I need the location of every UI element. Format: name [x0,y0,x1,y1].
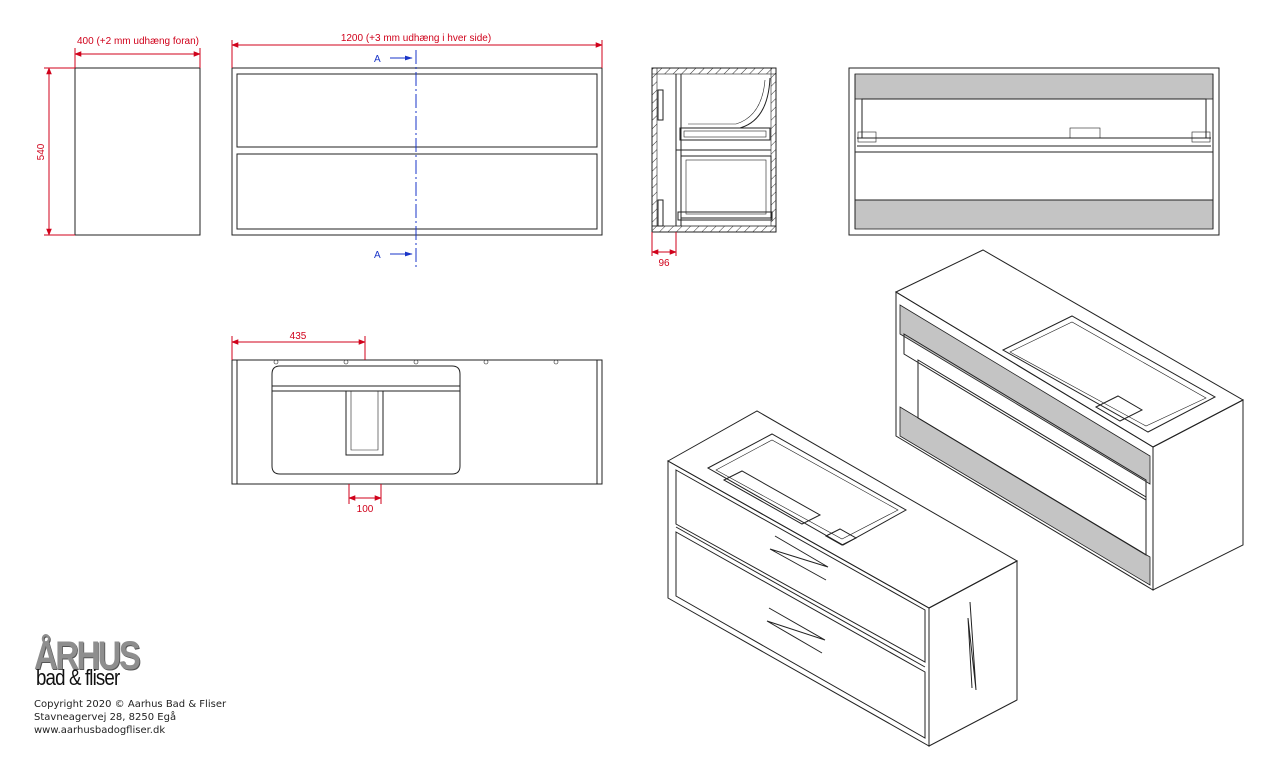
brand-logo: ÅRHUS bad & fliser [34,636,174,692]
top-view: 435 100 [231,331,603,515]
rear-top-panel [854,73,1214,100]
depth-dimension-label: 400 (+2 mm udhæng foran) [77,36,199,47]
drain-channel [345,391,384,456]
footer: Copyright 2020 © Aarhus Bad & Fliser Sta… [34,698,226,737]
basin-offset-label: 435 [290,331,307,342]
side-view: 400 (+2 mm udhæng foran) 540 [36,36,201,236]
logo-main-text: ÅRHUS [34,634,141,678]
top-view-outline [231,359,603,485]
iso-lower-drawer [675,531,926,739]
rear-view [848,67,1220,236]
upper-drawer-front [236,73,598,148]
side-view-outline [74,67,201,236]
section-marker-top: A [374,54,381,65]
iso-upper-drawer [675,469,926,663]
front-view: 1200 (+3 mm udhæng i hver side) A A [231,33,603,268]
footer-copyright: Copyright 2020 © Aarhus Bad & Fliser [34,699,227,710]
rear-view-outline [848,67,1220,236]
footer-website[interactable]: www.aarhusbadogfliser.dk [34,725,166,736]
basin-outline [271,365,461,475]
height-dimension-label: 540 [36,143,47,160]
iso-rear-view [894,249,1245,591]
logo-sub-text: bad & fliser [36,665,120,690]
rear-bottom-panel [854,199,1214,230]
iso-top-gray-panel [899,304,1151,485]
iso-front-view [666,410,1019,747]
section-view: 96 [651,67,777,269]
footer-address: Stavneagervej 28, 8250 Egå [34,712,177,723]
mounting-holes [273,359,559,365]
drain-width-label: 100 [357,504,374,515]
offset-dimension-label: 96 [658,258,670,269]
width-dimension-label: 1200 (+3 mm udhæng i hver side) [341,33,491,44]
front-view-outline [231,67,603,236]
lower-drawer-front [236,153,598,230]
section-marker-bottom: A [374,250,381,261]
iso-front-top [666,410,1019,609]
